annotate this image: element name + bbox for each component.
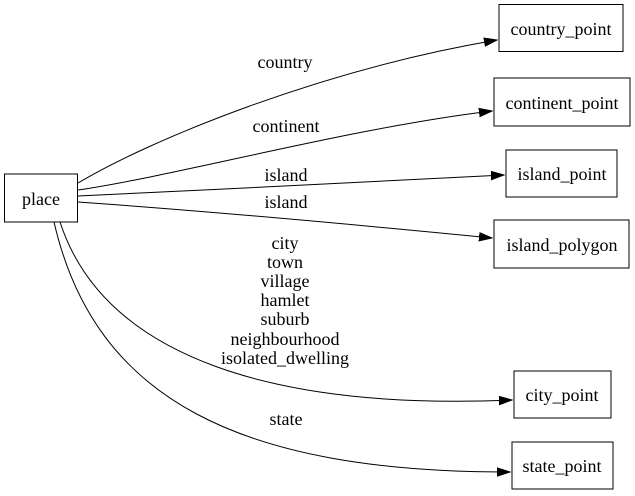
edge-label-continent: continent [253,116,320,136]
edge-place-state-point [53,221,510,472]
edge-label-city-line: hamlet [261,290,310,310]
edge-label-city-line: town [267,252,303,272]
node-country-point: country_point [498,4,624,52]
edge-label-island-polygon: island [265,192,308,212]
node-island-polygon-box [493,219,630,269]
node-state-point: state_point [511,441,614,490]
node-city-point-box [513,370,612,419]
edge-place-island-point [77,175,504,197]
node-state-point-label: state_point [523,456,602,476]
edge-place-continent-point [77,111,492,191]
edge-label-city-line: village [261,271,310,291]
edge-place-city-point [59,221,512,401]
edge-place-island-polygon [77,201,492,238]
node-place-label: place [22,189,60,209]
edge-label-city-line: suburb [261,309,310,329]
node-continent-point: continent_point [493,77,631,127]
edge-label-city-line: city [272,233,299,253]
edge-label-state: state [270,409,303,429]
edge-label-city-line: neighbourhood [231,329,340,349]
node-island-point-label: island_point [518,164,607,184]
node-continent-point-label: continent_point [506,93,619,113]
node-island-polygon-label: island_polygon [507,235,618,255]
node-city-point-label: city_point [526,385,599,405]
edge-label-group: country continent island island city tow… [221,52,349,429]
edge-label-island-point: island [265,165,308,185]
node-country-point-label: country_point [511,19,612,39]
node-city-point: city_point [513,370,612,419]
node-state-point-box [511,441,614,490]
node-island-point-box [505,149,618,198]
node-continent-point-box [493,77,631,127]
node-island-polygon: island_polygon [493,219,630,269]
node-place-box [4,173,78,223]
edge-label-country: country [258,52,313,72]
node-group: place country_point continent_point isla… [4,4,631,490]
edge-place-country-point [77,40,497,184]
edge-label-city-line: isolated_dwelling [221,348,349,368]
node-place: place [4,173,78,223]
node-country-point-box [498,4,624,52]
node-island-point: island_point [505,149,618,198]
edge-group [53,40,512,472]
